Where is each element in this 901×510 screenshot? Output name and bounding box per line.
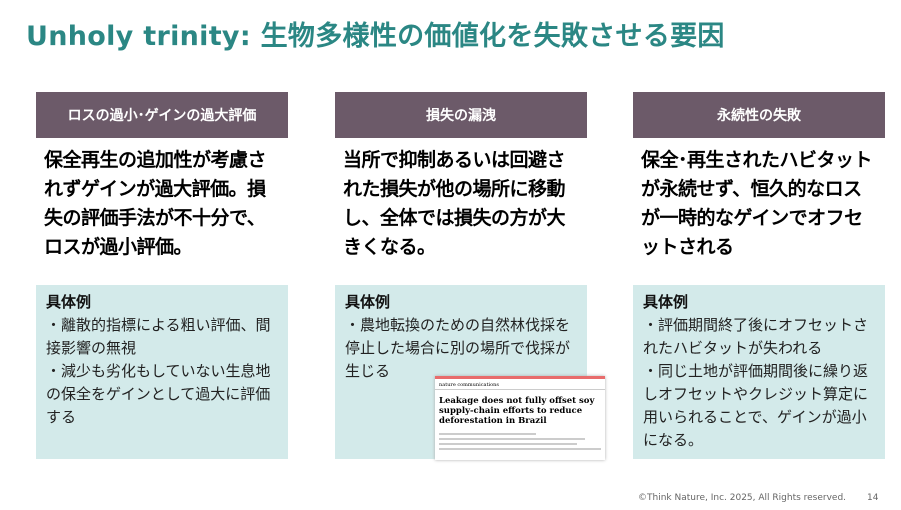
article-thumbnail: nature communications Leakage does not f…	[435, 376, 605, 460]
example-item: ・同じ土地が評価期間後に繰り返しオフセットやクレジット算定に用いられることで、ゲ…	[643, 362, 869, 449]
slide-title: Unholy trinity: 生物多様性の価値化を失敗させる要因	[26, 21, 725, 52]
example-label: 具体例	[643, 293, 689, 311]
column-permanence: 永続性の失敗 保全･再生されたハビタットが永続せず、恒久的なロスが一時的なゲイン…	[633, 92, 885, 459]
column-main-text: 保全･再生されたハビタットが永続せず、恒久的なロスが一時的なゲインでオフセットさ…	[641, 149, 873, 258]
example-item: ・農地転換のための自然林伐採を停止した場合に別の場所で伐採が生じる	[345, 316, 571, 380]
example-box: 具体例 ・離散的指標による粗い評価、間接影響の無視 ・減少も劣化もしていない生息…	[36, 285, 288, 459]
example-item: ・離散的指標による粗い評価、間接影響の無視	[46, 316, 271, 357]
column-header: 永続性の失敗	[633, 92, 885, 138]
page-number: 14	[867, 493, 879, 503]
article-headline: Leakage does not fully offset soy supply…	[439, 396, 595, 426]
column-header: ロスの過小･ゲインの過大評価	[36, 92, 288, 138]
example-item: ・評価期間終了後にオフセットされたハビタットが失われる	[643, 316, 869, 357]
article-journal: nature communications	[435, 381, 605, 390]
article-accent-bar	[435, 376, 605, 379]
column-main-text: 保全再生の追加性が考慮されずゲインが過大評価。損失の評価手法が不十分で、ロスが過…	[44, 149, 267, 258]
article-body-lines	[435, 428, 605, 455]
copyright: ©Think Nature, Inc. 2025, All Rights res…	[638, 493, 847, 503]
column-main-text: 当所で抑制あるいは回避された損失が他の場所に移動し、全体では損失の方が大きくなる…	[343, 149, 566, 258]
column-header: 損失の漏洩	[335, 92, 587, 138]
example-label: 具体例	[345, 293, 391, 311]
example-box: 具体例 ・評価期間終了後にオフセットされたハビタットが失われる ・同じ土地が評価…	[633, 285, 885, 459]
column-underestimation: ロスの過小･ゲインの過大評価 保全再生の追加性が考慮されずゲインが過大評価。損失…	[36, 92, 288, 459]
example-label: 具体例	[46, 293, 92, 311]
example-item: ・減少も劣化もしていない生息地の保全をゲインとして過大に評価する	[46, 362, 271, 426]
